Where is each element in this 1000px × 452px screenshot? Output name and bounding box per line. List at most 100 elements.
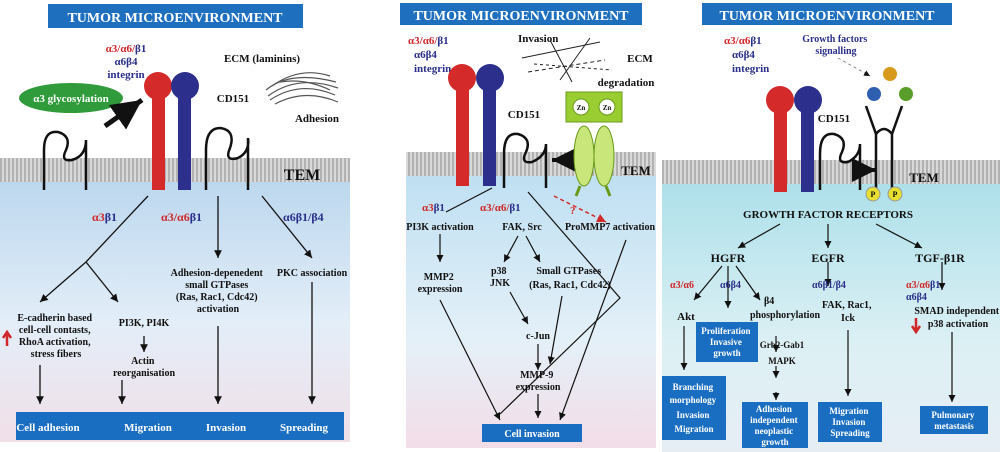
a3b1-label: α3β1 bbox=[422, 202, 445, 214]
panel-cell-invasion: TUMOR MICROENVIRONMENT α3/α6/β1 α6β4 int… bbox=[400, 0, 660, 452]
zn-label-1: Zn bbox=[577, 104, 586, 112]
laminin-fibers-icon bbox=[265, 72, 339, 105]
migration-text: Migration Invasion Spreading bbox=[829, 406, 870, 438]
integrin-receptor bbox=[144, 72, 199, 190]
tgf-a6b4-label: α6β4 bbox=[906, 292, 927, 303]
b4-label: β4 bbox=[764, 296, 774, 307]
a3a6-label: α3/α6 bbox=[670, 280, 694, 291]
tem-label: TEM bbox=[284, 167, 320, 184]
integrin-word: integrin bbox=[107, 69, 144, 81]
title-box bbox=[48, 4, 303, 28]
phosphorylation-label: phosphorylation bbox=[750, 310, 820, 321]
pi3k-text: PI3K activation bbox=[406, 222, 474, 233]
up-arrow-icon bbox=[1, 329, 13, 346]
proliferation-text: Proliferation Invasive growth bbox=[701, 326, 753, 358]
tgf-integrin-label: α3/α6β1 bbox=[906, 280, 940, 291]
mmp7-dashed-arrow bbox=[553, 195, 607, 223]
fak-rac1-text: FAK, Rac1, Ick bbox=[822, 300, 874, 324]
panel-title: TUMOR MICROENVIRONMENT bbox=[67, 11, 283, 26]
a3b1-label: α3β1 bbox=[92, 210, 117, 224]
cd151-label: CD151 bbox=[217, 93, 249, 105]
glyco-arrow bbox=[103, 97, 144, 130]
integrin-label: α3/α6β1 bbox=[724, 35, 762, 47]
tem-label: TEM bbox=[621, 163, 651, 178]
cd151-tetraspanin-icon bbox=[502, 132, 548, 188]
invasion-label: Invasion bbox=[518, 33, 558, 45]
a6b1b4-label: α6β1/β4 bbox=[283, 210, 324, 224]
gfr-label: GROWTH FACTOR RECEPTORS bbox=[743, 209, 913, 221]
pkc-text: PKC association bbox=[277, 268, 348, 279]
pi3k-text: PI3K, PI4K bbox=[119, 318, 170, 329]
growth-factors-label: Growth factors signalling bbox=[802, 34, 870, 57]
tgfb1r-label: TGF-β1R bbox=[915, 251, 965, 265]
ecm-fibers-icon bbox=[521, 37, 613, 83]
outcome-migration: Migration bbox=[124, 422, 172, 434]
pulmonary-text: Pulmonary metastasis bbox=[931, 410, 976, 431]
panel1-diagram: TUMOR MICROENVIRONMENT α3/α6/β1 α6β4 int… bbox=[0, 0, 350, 452]
integrin-receptor bbox=[766, 86, 822, 192]
egfr-integrin-label: α6β1/β4 bbox=[812, 280, 846, 291]
migration-box bbox=[818, 402, 882, 442]
a3a6b1-label: α3/α6/β1 bbox=[480, 202, 521, 214]
zn-label-2: Zn bbox=[603, 104, 612, 112]
mmp2-text: MMP2 expression bbox=[418, 272, 463, 295]
integrin-label: α3/α6/β1 bbox=[106, 43, 147, 55]
branching-text: Branching morphology Invasion Migration bbox=[670, 382, 719, 434]
membrane bbox=[0, 158, 350, 182]
mmp9-text: MMP-9 expression bbox=[516, 370, 561, 393]
panel2-diagram: TUMOR MICROENVIRONMENT α3/α6/β1 α6β4 int… bbox=[400, 0, 660, 452]
glycosylation-badge bbox=[19, 83, 123, 113]
integrin-receptor bbox=[448, 64, 504, 186]
branching-box bbox=[662, 376, 726, 440]
cell-invasion-box bbox=[482, 424, 582, 442]
hgfr-label: HGFR bbox=[711, 251, 746, 265]
akt-label: Akt bbox=[677, 311, 695, 323]
panel-growth-factor-signalling: TUMOR MICROENVIRONMENT α3/α6β1 α6β4 inte… bbox=[662, 0, 1000, 452]
degradation-label: degradation bbox=[598, 77, 655, 89]
title-box bbox=[702, 3, 952, 25]
integrin-label-a6b4: α6β4 bbox=[732, 49, 755, 61]
integrin-label-a6b4: α6β4 bbox=[414, 49, 437, 61]
membrane bbox=[662, 160, 1000, 184]
down-arrow-icon bbox=[910, 318, 922, 335]
ecm-label: ECM bbox=[627, 53, 653, 65]
p38-text: p38 JNK bbox=[490, 266, 510, 289]
cjun-text: c-Jun bbox=[526, 331, 550, 342]
integrin-label-a6b4: α6β4 bbox=[115, 56, 138, 68]
cd151-label: CD151 bbox=[818, 113, 850, 125]
a3a6b1-label: α3/α6β1 bbox=[161, 210, 202, 224]
cd151-label: CD151 bbox=[508, 109, 540, 121]
mmp7-icon bbox=[565, 91, 623, 197]
gtpase-text: Small GTPases (Ras, Rac1, Cdc42) bbox=[529, 266, 611, 291]
panel-cell-adhesion: TUMOR MICROENVIRONMENT α3/α6/β1 α6β4 int… bbox=[0, 0, 350, 452]
panel-title: TUMOR MICROENVIRONMENT bbox=[719, 9, 935, 24]
pulmonary-box bbox=[920, 406, 988, 434]
mapk-label: MAPK bbox=[768, 356, 796, 366]
panel3-diagram: TUMOR MICROENVIRONMENT α3/α6β1 α6β4 inte… bbox=[662, 0, 1000, 452]
egfr-label: EGFR bbox=[811, 251, 845, 265]
integrin-word: integrin bbox=[414, 63, 451, 75]
title-box bbox=[400, 3, 642, 25]
outcome-spreading: Spreading bbox=[280, 422, 329, 434]
ecm-label: ECM (laminins) bbox=[224, 53, 300, 65]
actin-text: Actin reorganisation bbox=[113, 356, 175, 379]
cell-invasion-label: Cell invasion bbox=[504, 429, 560, 440]
a6b4-label: α6β4 bbox=[720, 280, 741, 291]
grb2-label: Grb2-Gab1 bbox=[760, 340, 805, 350]
ecadherin-text: E-cadherin based cell-cell contasts, Rho… bbox=[17, 313, 94, 360]
integrin-label: α3/α6/β1 bbox=[408, 35, 449, 47]
proliferation-box bbox=[696, 322, 758, 362]
panel-title: TUMOR MICROENVIRONMENT bbox=[413, 9, 629, 24]
gf-dashed-arrow bbox=[837, 57, 871, 77]
outcome-invasion: Invasion bbox=[206, 422, 246, 434]
glycosylation-label: α3 glycosylation bbox=[33, 93, 109, 105]
tem-label: TEM bbox=[909, 170, 939, 185]
phospho-badge-2: P bbox=[893, 190, 898, 199]
adhesion-independent-text: Adhesion independent neoplastic growth bbox=[750, 404, 800, 447]
smad-text: SMAD independent p38 activation bbox=[914, 306, 1000, 330]
adhesion-independent-box bbox=[742, 402, 808, 448]
adhesion-label: Adhesion bbox=[295, 113, 339, 125]
gtpase-text: Adhesion-depenedent small GTPases (Ras, … bbox=[171, 268, 266, 315]
phospho-badge-1: P bbox=[871, 190, 876, 199]
cd151-tetraspanin-icon bbox=[42, 126, 250, 190]
